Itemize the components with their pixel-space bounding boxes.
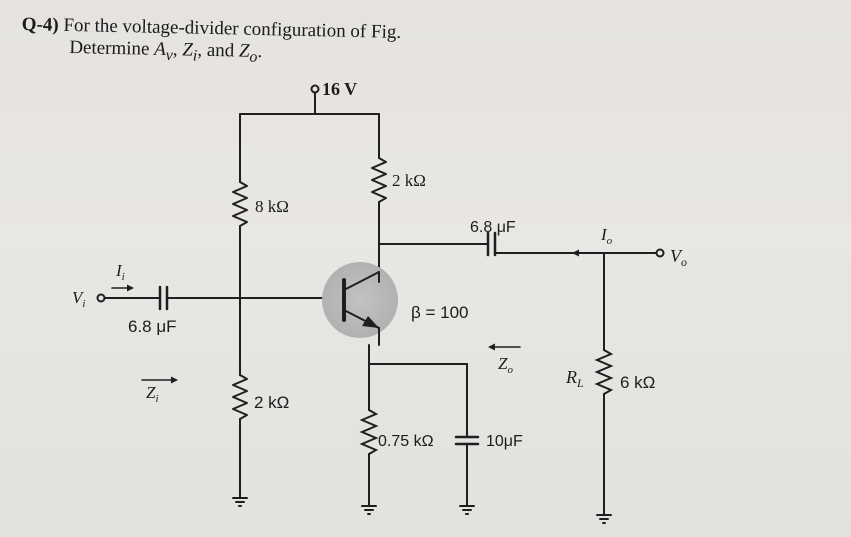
ii-arrowhead-icon <box>127 284 134 292</box>
c-input-label: 6.8 μF <box>128 317 177 336</box>
c-emitter-label: 10μF <box>486 433 523 450</box>
supply-label: 16 V <box>322 79 357 99</box>
resistor-8k-zigzag <box>232 181 248 227</box>
vi-terminal <box>96 293 106 303</box>
ground-icon <box>232 497 248 507</box>
ground-icon <box>596 514 612 524</box>
load-label: RL <box>565 367 584 390</box>
io-arrowhead-icon <box>572 249 579 257</box>
emitter-arrow-icon <box>362 316 379 328</box>
io-label: Io <box>600 225 613 247</box>
supply-terminal <box>310 84 320 94</box>
r-bottom-left-label: 2 kΩ <box>254 393 289 412</box>
vi-label: Vi <box>72 288 85 310</box>
vo-label: Vo <box>670 246 687 269</box>
zo-label: Zo <box>498 354 513 376</box>
zi-label: Zi <box>146 383 159 405</box>
r-emitter-label: 0.75 kΩ <box>378 433 434 450</box>
r-collector-label: 2 kΩ <box>392 171 426 190</box>
resistor-collector-zigzag <box>371 157 387 203</box>
ground-icon <box>361 505 377 515</box>
ground-icon <box>459 505 475 515</box>
resistor-load-zigzag <box>594 349 614 395</box>
resistor-2k-bottom-zigzag <box>232 374 248 420</box>
load-value-label: 6 kΩ <box>620 373 655 392</box>
transistor-collector-lead <box>343 271 380 291</box>
zi-arrowhead-icon <box>171 376 178 384</box>
zo-arrowhead-icon <box>488 343 495 351</box>
c-output-label: 6.8 μF <box>470 219 516 236</box>
beta-label: β = 100 <box>411 303 469 322</box>
r-top-left-label: 8 kΩ <box>255 197 289 216</box>
vo-terminal <box>655 248 665 258</box>
resistor-emitter-zigzag <box>359 409 379 455</box>
ii-label: Ii <box>115 261 125 283</box>
transistor-body <box>322 262 398 338</box>
